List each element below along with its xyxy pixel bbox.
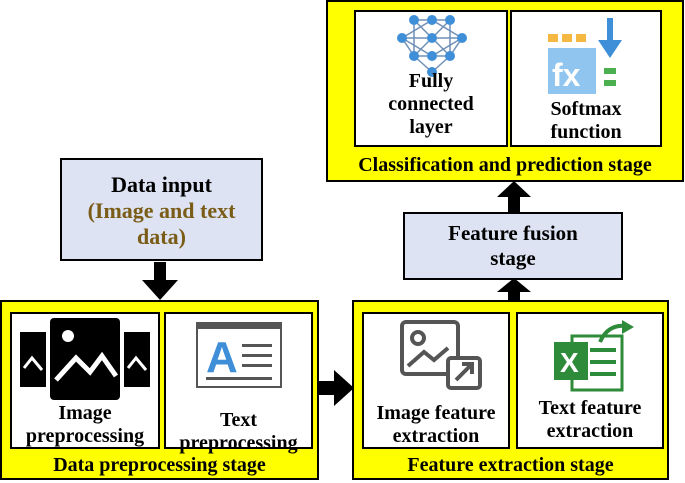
extraction-stage-label: Feature extraction stage bbox=[407, 454, 614, 476]
preprocessing-stage-label: Data preprocessing stage bbox=[53, 454, 266, 476]
preprocessing-stage: Image preprocessing A Text preprocessing… bbox=[0, 300, 319, 480]
softmax-box: fx Softmax function bbox=[510, 10, 662, 147]
image-feature-extraction-box: Image feature extraction bbox=[362, 312, 510, 449]
text-preprocessing-box: A Text preprocessing bbox=[164, 312, 313, 454]
fully-connected-box: Fully connected layer bbox=[354, 10, 508, 147]
arrow-right-extraction bbox=[318, 370, 354, 406]
extraction-stage: Image feature extraction X Text feature … bbox=[352, 300, 669, 480]
arrow-down-input bbox=[142, 262, 178, 300]
excel-export-icon: X bbox=[554, 320, 634, 392]
text-preprocessing-label-1: Text bbox=[219, 409, 258, 431]
function-fx-icon: fx bbox=[548, 18, 622, 94]
data-input-subtitle-2: data) bbox=[137, 224, 186, 249]
arrow-up-fusion bbox=[497, 278, 531, 302]
classification-stage: Fully connected layer fx Softmax functio… bbox=[326, 0, 684, 182]
fc-label-3: layer bbox=[409, 116, 453, 138]
data-input-box: Data input (Image and text data) bbox=[60, 158, 263, 261]
softmax-label-1: Softmax bbox=[550, 98, 622, 120]
svg-text:X: X bbox=[560, 347, 579, 378]
text-document-icon: A bbox=[196, 322, 282, 388]
svg-text:A: A bbox=[206, 333, 238, 382]
feature-fusion-box: Feature fusion stage bbox=[403, 212, 623, 280]
softmax-label-2: function bbox=[550, 121, 622, 143]
image-feature-label-1: Image feature bbox=[376, 402, 496, 424]
text-feature-extraction-box: X Text feature extraction bbox=[516, 312, 664, 449]
image-preprocessing-label-1: Image bbox=[58, 402, 112, 424]
image-preprocessing-box: Image preprocessing bbox=[10, 312, 160, 449]
text-feature-label-1: Text feature bbox=[538, 397, 642, 419]
svg-text:fx: fx bbox=[552, 57, 581, 93]
image-feature-icon bbox=[400, 320, 482, 390]
fusion-label-2: stage bbox=[490, 246, 536, 270]
image-feature-label-2: extraction bbox=[392, 425, 480, 447]
image-gallery-icon bbox=[20, 318, 150, 400]
classification-stage-label: Classification and prediction stage bbox=[358, 154, 652, 176]
arrow-up-classification bbox=[497, 181, 531, 213]
fc-label-1: Fully bbox=[408, 70, 454, 92]
neural-network-icon bbox=[397, 15, 467, 77]
data-input-subtitle-1: (Image and text bbox=[87, 198, 236, 223]
image-preprocessing-label-2: preprocessing bbox=[25, 425, 145, 447]
fc-label-2: connected bbox=[388, 93, 474, 115]
text-feature-label-2: extraction bbox=[546, 420, 634, 442]
text-preprocessing-label-2: preprocessing bbox=[179, 432, 298, 454]
data-input-title: Data input bbox=[111, 172, 212, 197]
fusion-label-1: Feature fusion bbox=[448, 221, 578, 245]
